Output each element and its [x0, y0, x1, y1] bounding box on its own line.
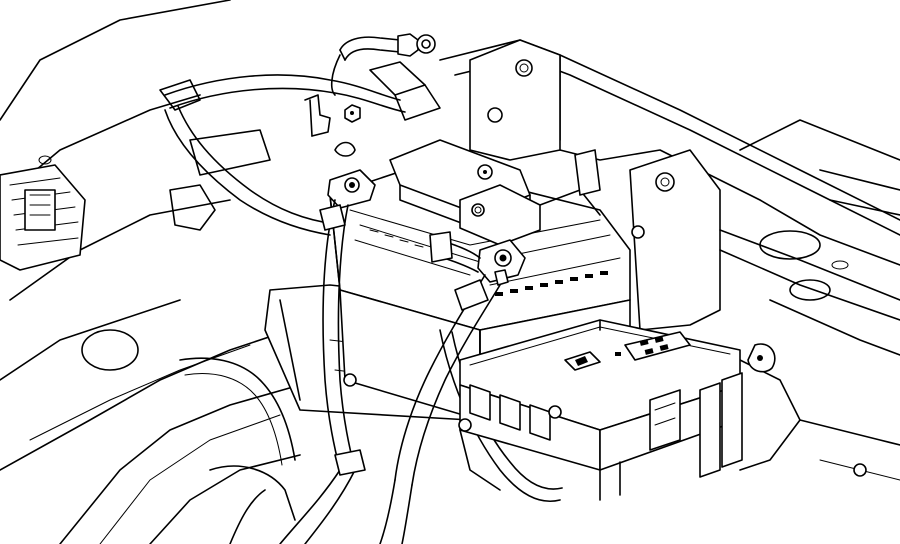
radiator-support	[439, 39, 900, 481]
battery-vent-slots	[495, 271, 608, 296]
battery-hold-down-bracket	[389, 139, 601, 246]
mounting-nuts	[334, 104, 472, 432]
ring-terminal	[397, 33, 436, 57]
fender-apron	[0, 0, 301, 544]
wiring-connector-cluster	[0, 164, 86, 271]
nut-icon	[344, 104, 361, 123]
upper-harness	[159, 33, 441, 236]
fuse-box-label-icon	[564, 331, 691, 371]
battery-negative-terminal	[327, 169, 376, 209]
nut-icon	[334, 141, 356, 157]
battery-cables	[279, 199, 563, 544]
cable-bracket	[304, 94, 331, 137]
wheel-well	[179, 357, 296, 544]
nut-icon	[343, 373, 357, 387]
nut-icon	[458, 418, 472, 432]
battery-positive-terminal	[477, 239, 526, 286]
power-distribution-center	[459, 319, 743, 501]
